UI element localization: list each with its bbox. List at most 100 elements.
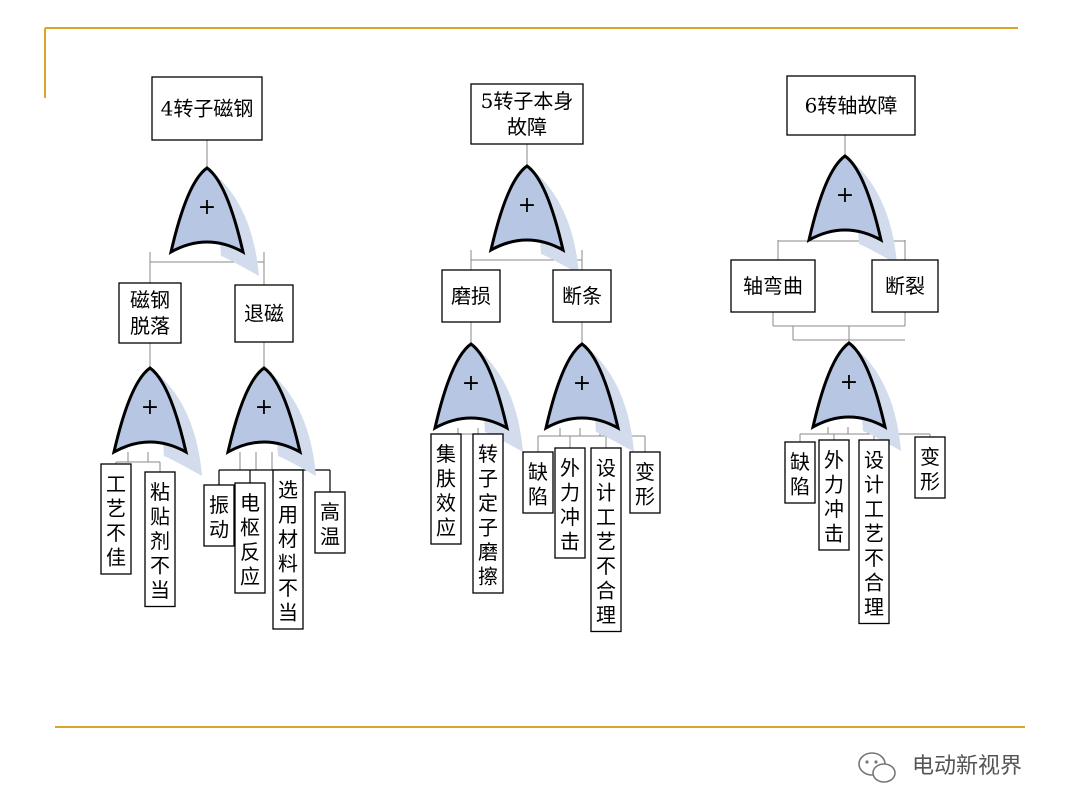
tree2-event-断条-frame [552,269,612,323]
tree1-leaf-选用材料不当: 选用材料不当 [272,469,304,630]
or-gate-symbol: + [840,370,858,395]
tree1-event-退磁-frame [234,284,294,343]
tree3-leaf-外力冲击-frame [818,439,850,551]
tree3-shared-or-gate-shape [810,341,888,430]
tree3-leaf-缺陷: 缺陷 [784,441,816,504]
tree2-leaf-缺陷: 缺陷 [522,451,554,514]
or-gate-symbol: + [573,371,591,396]
tree1-leaf-振动-text: 振动 [209,493,229,542]
tree2-leaf-设计工艺不合理-frame [590,447,622,633]
tree3-leaf-缺陷-frame [784,441,816,504]
tree2-leaf-外力冲击-text: 外力冲击 [560,456,580,554]
tree3-leaf-变形-text: 变形 [920,445,940,494]
tree2-leaf-变形-text: 变形 [635,460,655,509]
tree1-leaf-振动: 振动 [203,484,235,547]
tree2-event-磨损-frame [441,269,501,323]
tree3-leaf-缺陷-text: 缺陷 [790,450,810,499]
tree2-leaf-设计工艺不合理: 设计工艺不合理 [590,447,622,633]
tree2-right-or-gate-shape [543,342,621,431]
tree2-root-text: 故障 [507,115,547,139]
tree1-leaf-选用材料不当-frame [272,469,304,630]
tree1-right-or-gate-shape [225,366,303,455]
tree1-left-or-gate-shape [111,366,189,455]
tree2-leaf-设计工艺不合理-text: 设计工艺不合理 [596,456,616,627]
tree1-leaf-电枢反应: 电枢反应 [234,482,266,594]
tree2-leaf-转子定子磨擦-frame [472,433,504,594]
tree2-root-frame [470,83,584,145]
or-gate-symbol: + [255,395,273,420]
tree1-leaf-粘贴剂不当: 粘贴剂不当 [144,471,176,608]
tree3-leaf-外力冲击: 外力冲击 [818,439,850,551]
or-gate-symbol: + [462,371,480,396]
tree3-root-frame [786,75,916,136]
tree2-left-or-gate-shape [432,342,510,431]
tree3-leaf-设计工艺不合理-text: 设计工艺不合理 [864,448,884,619]
tree3-root-or-gate-shape [806,154,884,243]
tree1-root: 4转子磁钢 [151,76,263,141]
tree3-leaf-设计工艺不合理: 设计工艺不合理 [858,439,890,625]
tree2-root-or-gate-shape [488,164,566,253]
tree2-leaf-外力冲击: 外力冲击 [554,447,586,559]
tree3-event-轴弯曲-frame [730,259,816,313]
tree3-root-text: 6转轴故障 [805,94,898,118]
tree1-leaf-电枢反应-frame [234,482,266,594]
tree1-root-frame [151,76,263,141]
tree2-leaf-变形-frame [629,451,661,514]
tree2-event-断条-text: 断条 [562,284,602,308]
or-gate-symbol: + [141,395,159,420]
or-gate-symbol: + [198,195,216,220]
tree2-leaf-集肤效应-frame [430,433,462,545]
watermark-text: 电动新视界 [912,754,1022,779]
tree3-root: 6转轴故障 [786,75,916,136]
wechat-icon [858,752,896,783]
tree3-event-断裂-text: 断裂 [885,274,925,298]
tree2-leaf-变形: 变形 [629,451,661,514]
tree1-event-退磁-text: 退磁 [244,302,284,326]
tree2-leaf-集肤效应-text: 集肤效应 [436,442,456,540]
tree3-leaf-外力冲击-text: 外力冲击 [824,448,844,546]
tree3-root-or-gate: + [806,154,897,264]
tree1-leaf-工艺不佳-text: 工艺不佳 [106,472,126,570]
tree2-event-磨损-text: 磨损 [451,284,491,308]
tree1-event-退磁: 退磁 [234,284,294,343]
tree2-leaf-外力冲击-frame [554,447,586,559]
tree1-event-磁钢脱落-text: 脱落 [130,314,170,338]
tree2-event-磨损: 磨损 [441,269,501,323]
or-gate-symbol: + [836,183,854,208]
tree1-leaf-选用材料不当-text: 选用材料不当 [278,478,298,625]
tree1-leaf-振动-frame [203,484,235,547]
tree2-root-or-gate: + [488,164,579,274]
tree1-leaf-高温-text: 高温 [320,500,340,549]
tree2-leaf-转子定子磨擦: 转子定子磨擦 [472,433,504,594]
tree2-root-text: 5转子本身 [481,89,574,113]
tree1-leaf-电枢反应-text: 电枢反应 [240,491,260,589]
tree1-leaf-高温: 高温 [314,491,346,554]
tree1-leaf-工艺不佳-frame [100,463,132,575]
tree1-leaf-工艺不佳: 工艺不佳 [100,463,132,575]
tree3-shared-or-gate: + [810,341,901,451]
tree1-leaf-高温-frame [314,491,346,554]
tree1-root-or-gate-shape [168,166,246,255]
tree1-leaf-粘贴剂不当-frame [144,471,176,608]
tree1-right-or-gate: + [225,366,316,476]
tree2-leaf-转子定子磨擦-text: 转子定子磨擦 [478,442,498,589]
tree3-event-轴弯曲: 轴弯曲 [730,259,816,313]
tree3-leaf-变形: 变形 [914,436,946,499]
tree1-event-磁钢脱落-frame [118,282,182,344]
tree1-root-text: 4转子磁钢 [161,97,254,121]
tree2-left-or-gate: + [432,342,523,452]
tree1-leaf-粘贴剂不当-text: 粘贴剂不当 [150,480,170,602]
tree3-leaf-变形-frame [914,436,946,499]
tree2-leaf-集肤效应: 集肤效应 [430,433,462,545]
tree2-leaf-缺陷-frame [522,451,554,514]
or-gate-symbol: + [518,193,536,218]
tree3-event-断裂-frame [871,259,939,313]
tree3-leaf-设计工艺不合理-frame [858,439,890,625]
watermark: 电动新视界 [858,752,1022,783]
tree3-event-轴弯曲-text: 轴弯曲 [743,274,803,298]
tree2-leaf-缺陷-text: 缺陷 [528,460,548,509]
tree1-event-磁钢脱落-text: 磁钢 [130,288,170,312]
